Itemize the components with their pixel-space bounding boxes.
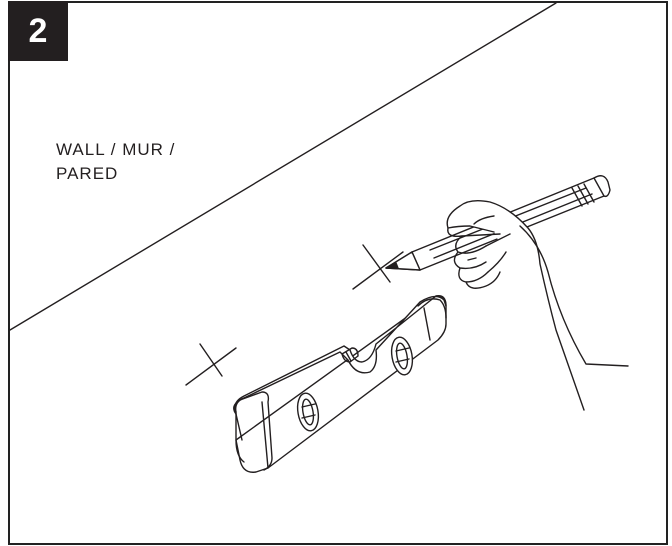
cross-mark-left: [185, 343, 237, 386]
wall-label: WALL / MUR / PARED: [56, 138, 175, 186]
wall-label-line1: WALL / MUR /: [56, 140, 176, 159]
wall-label-line2: PARED: [56, 164, 119, 183]
step-number-badge: 2: [8, 1, 68, 61]
cross-mark-right: [352, 244, 404, 290]
spirit-level-icon: [233, 295, 447, 473]
hand-icon: [446, 199, 629, 411]
wall-edge-line: [9, 2, 557, 331]
step-number: 2: [28, 11, 48, 50]
illustration-frame: [8, 1, 668, 545]
